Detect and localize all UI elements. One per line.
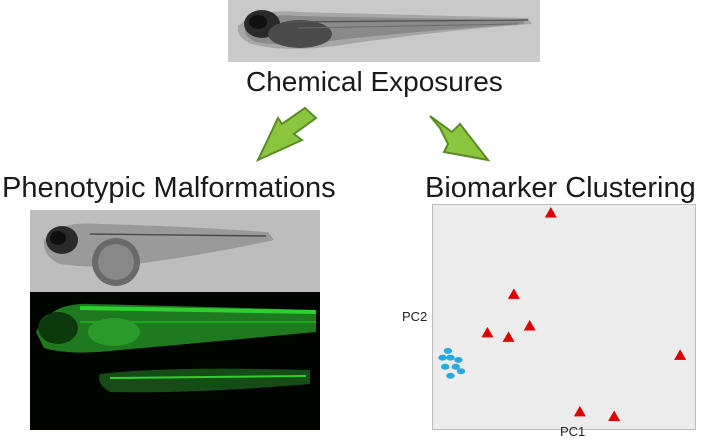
control-ellipse-point	[446, 354, 455, 361]
treated-triangle-point	[608, 410, 621, 421]
green-arrow-down-right-icon	[429, 115, 491, 162]
treated-triangle-point	[523, 320, 536, 331]
control-ellipse-point	[443, 347, 453, 354]
treated-triangle-point	[674, 349, 687, 360]
treated-triangle-point	[502, 331, 515, 342]
green-arrow-down-left-icon	[255, 106, 318, 163]
zebrafish-larva-image	[228, 0, 540, 62]
control-ellipse-point	[456, 368, 466, 375]
phenotypic-malformations-label: Phenotypic Malformations	[2, 172, 336, 204]
x-axis-label: PC1	[560, 424, 586, 439]
biomarker-clustering-label: Biomarker Clustering	[425, 172, 696, 204]
control-ellipse-point	[454, 356, 463, 363]
treated-triangle-point	[481, 326, 494, 338]
control-ellipse-point	[446, 372, 455, 379]
plot-area	[432, 204, 696, 430]
control-ellipse-point	[438, 354, 447, 361]
pca-scatter-plot	[432, 204, 696, 430]
treated-triangle-point	[507, 288, 520, 299]
control-ellipse-point	[441, 363, 450, 370]
control-ellipse-point	[451, 363, 460, 370]
chemical-exposures-label: Chemical Exposures	[246, 66, 503, 97]
malformed-larva-brightfield-image	[30, 210, 320, 292]
y-axis-label: PC2	[402, 309, 428, 324]
fluorescence-larva-image	[30, 292, 320, 430]
treated-triangle-point	[544, 207, 557, 218]
treated-triangle-point	[573, 405, 586, 417]
